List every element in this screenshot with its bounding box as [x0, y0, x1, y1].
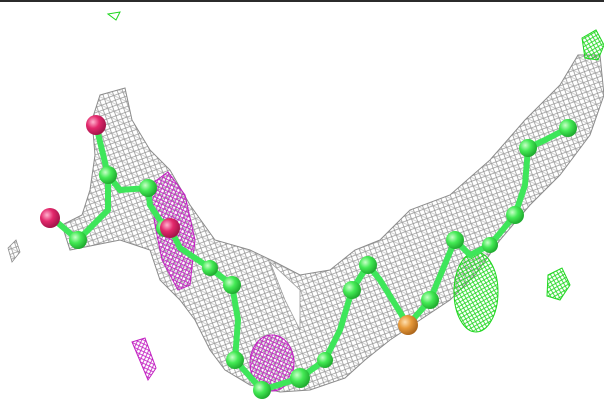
carbon-atom[interactable]: [223, 276, 241, 294]
carbon-atoms: [69, 119, 577, 399]
positive-difference-mesh: [106, 11, 604, 333]
carbon-atom[interactable]: [359, 256, 377, 274]
carbon-atom[interactable]: [421, 291, 439, 309]
density-fragment-left: [7, 239, 21, 263]
sulfur-atoms: [398, 315, 418, 335]
oxygen-atom[interactable]: [160, 218, 180, 238]
oxygen-atoms: [40, 115, 180, 238]
carbon-atom[interactable]: [253, 381, 271, 399]
carbon-atom[interactable]: [139, 179, 157, 197]
carbon-atom[interactable]: [202, 260, 218, 276]
carbon-atom[interactable]: [290, 368, 310, 388]
carbon-atom[interactable]: [506, 206, 524, 224]
carbon-atom[interactable]: [559, 119, 577, 137]
oxygen-atom[interactable]: [86, 115, 106, 135]
carbon-atom[interactable]: [226, 351, 244, 369]
carbon-atom[interactable]: [343, 281, 361, 299]
oxygen-atom[interactable]: [40, 208, 60, 228]
carbon-atom[interactable]: [519, 139, 537, 157]
carbon-atom[interactable]: [317, 352, 333, 368]
sulfur-atom[interactable]: [398, 315, 418, 335]
carbon-atom[interactable]: [69, 231, 87, 249]
density-mesh: [61, 54, 604, 393]
carbon-atom[interactable]: [446, 231, 464, 249]
viewport-top-border: [0, 0, 604, 2]
carbon-atom[interactable]: [482, 237, 498, 253]
carbon-atom[interactable]: [99, 166, 117, 184]
